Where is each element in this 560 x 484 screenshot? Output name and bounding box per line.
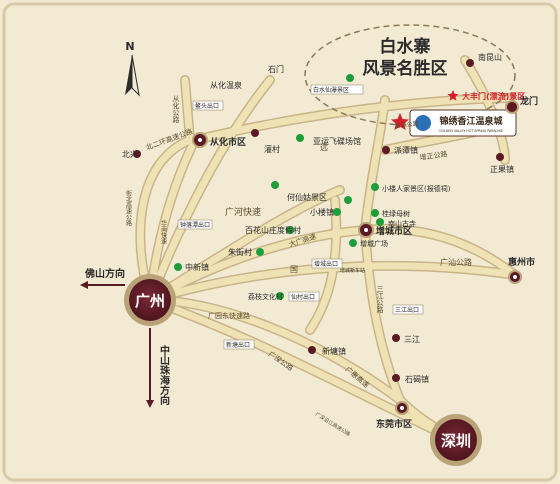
- road-guo-label: 国: [290, 265, 298, 274]
- hexian-label: 何仙姑景区: [287, 192, 327, 202]
- road-zeng-label: 增派公路: [394, 120, 419, 130]
- huizhou-marker[interactable]: 惠州市: [508, 256, 535, 284]
- road-guangshan-label: 广汕公路: [440, 257, 472, 267]
- road-yuan-label: 远: [320, 143, 328, 152]
- foshan-direction: 佛山方向: [80, 267, 125, 289]
- foshan-label: 佛山方向: [84, 267, 125, 280]
- poi-markers: [174, 74, 384, 300]
- xintang-exit-label: 新塘出口: [226, 341, 250, 349]
- road-zengzheng-label: 增正公路: [419, 149, 448, 162]
- guiyuan-label: 桂绿母树: [382, 209, 410, 218]
- zengcheng-plaza-label: 增城广场: [360, 239, 388, 248]
- road-conghua-label: 从化公路: [172, 95, 180, 124]
- shishan-exit-label: 钟落潭出口: [180, 221, 210, 229]
- zengcheng-marker[interactable]: 增城市区: [358, 222, 412, 238]
- logo-subtitle: GOLDEN VALLEY HOT SPRING PARADISE: [439, 129, 503, 133]
- yazhi-label: 亚运飞碟场馆: [313, 136, 361, 146]
- place-labels: 从化温泉 石门 南昆山 北兴 灌村 亚运飞碟场馆 派潭镇 正果镇 何仙姑景区 小…: [122, 52, 514, 384]
- north-label: N: [125, 40, 134, 53]
- north-arrow-icon: N: [125, 40, 140, 97]
- nankunshan-dot: [466, 59, 474, 67]
- road-jiekou-label: 街北高速公路: [125, 189, 132, 227]
- shenzhen-label: 深圳: [441, 432, 471, 450]
- xintang-dot: [308, 346, 316, 354]
- shilong-label: 石碣镇: [405, 374, 429, 384]
- beixing-dot: [133, 150, 141, 158]
- paitan-label: 派潭镇: [394, 145, 418, 155]
- nankunshan-label: 南昆山: [478, 52, 502, 62]
- road-guangyuan-label: 广园东快速路: [208, 311, 250, 320]
- guangzhou-marker[interactable]: 广州: [124, 274, 176, 326]
- xiaolou-label: 小楼镇: [310, 207, 334, 217]
- logo-emblem-icon: [415, 115, 431, 131]
- longmen-marker[interactable]: 龙门: [505, 95, 538, 114]
- baihua-label: 百花山庄度假村: [245, 225, 301, 235]
- dongguan-marker[interactable]: 东莞市区: [376, 401, 412, 430]
- zhongxin-label: 中新镇: [185, 262, 209, 272]
- resort-logo[interactable]: 锦绣香江温泉城 GOLDEN VALLEY HOT SPRING PARADIS…: [409, 109, 517, 137]
- road-sanjiang-label: 三江公路: [376, 285, 384, 314]
- sanjiang-dot: [392, 334, 400, 342]
- longmen-label: 龙门: [519, 95, 538, 107]
- gongtou-exit-label: 鳌头出口: [195, 102, 219, 110]
- zhongshan-direction: 中山珠海方向: [146, 328, 170, 408]
- scenic-area-title: 白水寨: [380, 36, 431, 57]
- baishui-exit-label: 白水仙瀑景区: [313, 86, 349, 94]
- exit-labels: 鳌头出口 白水仙瀑景区 钟落潭出口 仙村出口 新塘出口 三江出口 增城出口: [177, 84, 424, 350]
- lizhi-label: 荔枝文化村: [248, 292, 283, 301]
- zhongmu-label: 灌村: [264, 144, 280, 154]
- road-huali-label: 华南快速: [160, 219, 167, 245]
- scenic-area-subtitle: 风景名胜区: [363, 58, 448, 79]
- shimen-label: 石门: [268, 64, 284, 74]
- zengcheng-exit-label: 增城出口: [314, 260, 338, 268]
- wushan-label: 增城新车站: [340, 267, 365, 274]
- zengcheng-label: 增城市区: [376, 225, 412, 237]
- zhengguo-dot: [496, 153, 504, 161]
- nanshan-label: 南山古寺: [388, 219, 416, 228]
- zhengguo-label: 正果镇: [490, 164, 514, 174]
- dongguan-label: 东莞市区: [376, 418, 412, 430]
- sanjiang-town-label: 三江: [404, 335, 420, 344]
- road-guanghe-label: 广河快速: [225, 206, 261, 218]
- dafeng-star-icon: [447, 90, 459, 101]
- zhongshan-label: 中山珠海方向: [158, 344, 170, 406]
- conghua-hot-spring-label: 从化温泉: [210, 80, 242, 90]
- shenzhen-marker[interactable]: 深圳: [430, 414, 482, 466]
- xiaolou-scenic-label: 小楼人家景区(报德祠): [382, 184, 451, 193]
- xianzi-exit-label: 仙村出口: [291, 293, 315, 301]
- conghua-marker[interactable]: 从化市区: [192, 132, 246, 148]
- road-network: [135, 55, 520, 445]
- shilong-dot: [392, 374, 400, 382]
- beixing-label: 北兴: [122, 150, 138, 159]
- paitan-dot: [382, 146, 390, 154]
- logo-name: 锦绣香江温泉城: [439, 115, 502, 127]
- huizhou-label: 惠州市: [508, 256, 535, 268]
- resort-star-icon: [391, 113, 409, 130]
- sanjiang-exit-label: 三江出口: [395, 306, 419, 314]
- guangzhou-label: 广州: [135, 292, 165, 310]
- zhongmu-dot: [251, 129, 259, 137]
- dafeng-label: 大丰门(漂流)景区: [462, 91, 525, 101]
- conghua-label: 从化市区: [210, 136, 246, 148]
- zhujiang-label: 朱街村: [228, 247, 252, 257]
- town-markers: [133, 59, 504, 382]
- xintang-town-label: 新塘镇: [322, 346, 346, 356]
